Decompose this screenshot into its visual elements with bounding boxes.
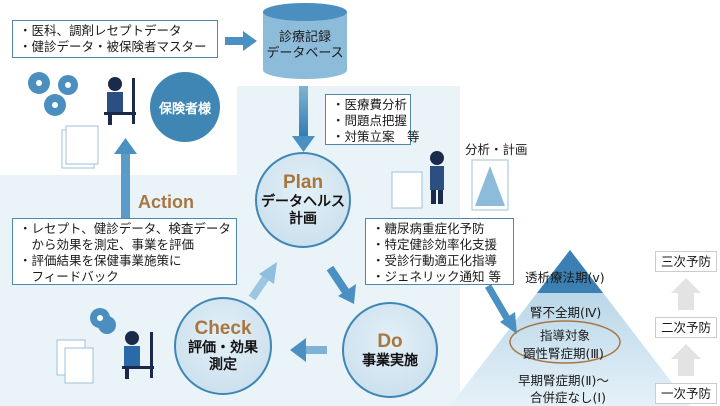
- ckd-pyramid: [450, 250, 690, 406]
- person-icon: [104, 77, 444, 379]
- analysis-label: 分析・計画: [465, 142, 528, 157]
- insurer-circle: [150, 72, 220, 142]
- action-title: Action: [138, 192, 194, 212]
- arrow-up-gray: [671, 278, 701, 376]
- arrow-data-to-db: [225, 31, 257, 51]
- stage3-label: 顕性腎症期(Ⅲ): [523, 346, 604, 361]
- stage1-label: 合併症なし(Ⅰ): [530, 390, 606, 405]
- secondary-prevention: 二次予防: [655, 317, 717, 338]
- insurer-label: 保険者様: [158, 102, 211, 117]
- input-item: ・医科、調剤レセプトデータ: [19, 23, 182, 38]
- pyramid-icon: [471, 159, 509, 211]
- analysis-box: ・医療費分析・問題点把握・対策立案 等: [325, 94, 420, 145]
- stage2-label: 早期腎症期(Ⅱ)〜: [518, 373, 609, 388]
- input-data-box: ・医科、調剤レセプトデータ ・健診データ・被保険者マスター: [12, 20, 218, 58]
- arrow-program-to-pyramid: [484, 284, 517, 334]
- target-label: 指導対象: [540, 328, 591, 343]
- arrow-db-to-plan: [292, 86, 315, 152]
- arrow-plan-to-do: [326, 265, 356, 304]
- stage4-label: 腎不全期(Ⅳ): [530, 305, 602, 320]
- arrow-do-to-check: [290, 338, 327, 362]
- database-icon: [263, 3, 347, 79]
- target-ellipse: [509, 320, 621, 364]
- input-item: ・健診データ・被保険者マスター: [19, 39, 207, 54]
- database-label: 診療記録データベース: [266, 30, 344, 61]
- stage5-label: 透析療法期(v): [525, 270, 605, 285]
- tertiary-prevention: 三次予防: [655, 251, 717, 272]
- program-box: ・糖尿病重症化予防・特定健診効率化支援・受診行動適正化指導・ジェネリック通知 等: [365, 218, 514, 285]
- arrow-check-to-plan: [248, 262, 277, 301]
- disc-icon: [28, 72, 116, 334]
- document-icon: [56, 125, 423, 384]
- primary-prevention: 一次予防: [655, 383, 717, 404]
- arrow-action-up: [114, 138, 137, 222]
- action-box: ・レセプト、健診データ、検査データ から効果を測定、事業を評価・評価結果を保健事…: [12, 218, 237, 285]
